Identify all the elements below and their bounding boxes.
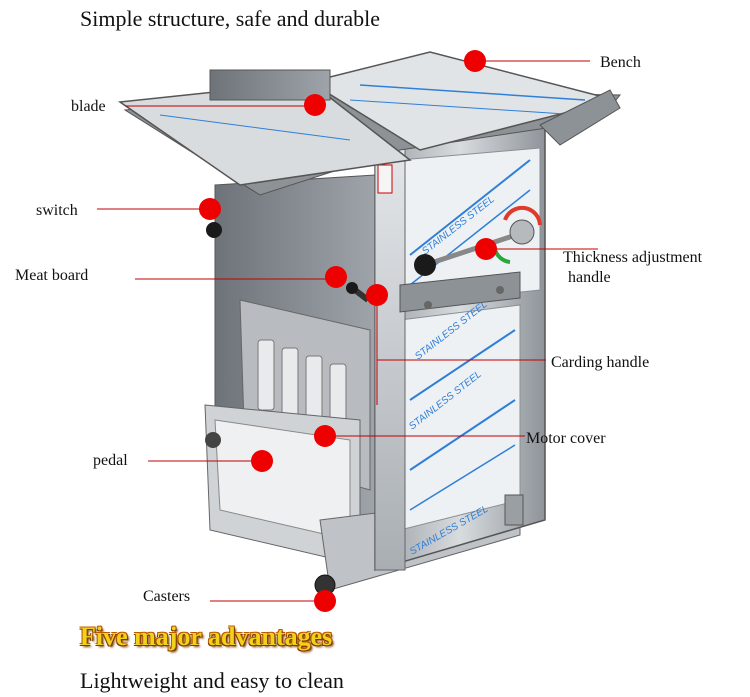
handles (206, 205, 542, 303)
marker-motor-cover (314, 425, 336, 447)
label-bench: Bench (600, 54, 641, 71)
label-switch: switch (36, 202, 78, 219)
advantages-title: Five major advantages (80, 622, 333, 651)
label-thickness-line1: Thickness adjustment (563, 249, 703, 266)
page-heading: Simple structure, safe and durable (80, 6, 380, 31)
label-pedal: pedal (93, 452, 128, 469)
label-thickness-line2: handle (568, 269, 611, 286)
marker-carding-handle (366, 284, 388, 306)
label-casters: Casters (143, 588, 191, 605)
label-meat-board: Meat board (15, 267, 89, 284)
marker-pedal (251, 450, 273, 472)
motor-cover-vents (257, 339, 347, 435)
callout-markers (199, 50, 497, 612)
marker-meat-board (325, 266, 347, 288)
label-motor-cover: Motor cover (526, 430, 606, 447)
marker-bench (464, 50, 486, 72)
label-carding-handle: Carding handle (551, 354, 650, 371)
casters (205, 432, 524, 596)
marker-switch (199, 198, 221, 220)
leader-lines (97, 60, 598, 602)
marker-thickness-handle (475, 238, 497, 260)
bench (117, 51, 622, 196)
marker-casters (314, 590, 336, 612)
marker-blade (304, 94, 326, 116)
label-blade: blade (71, 98, 106, 115)
footer-text: Lightweight and easy to clean (80, 668, 344, 693)
